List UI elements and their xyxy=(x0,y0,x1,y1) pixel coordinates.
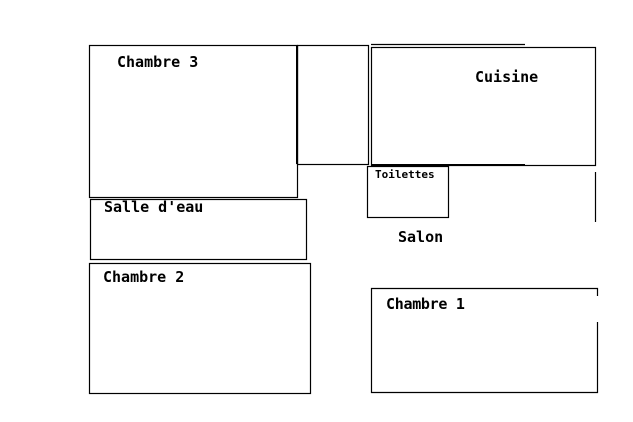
room-label-chambre2: Chambre 2 xyxy=(103,268,185,286)
salle-deau-walls xyxy=(89,198,308,261)
room-label-cuisine: Cuisine xyxy=(475,68,539,86)
cuisine-walls xyxy=(370,46,597,167)
room-label-chambre1: Chambre 1 xyxy=(386,295,465,313)
chambre1-walls xyxy=(370,287,599,394)
room-label-toilettes: Toilettes xyxy=(375,168,435,181)
room-label-salle-deau: Salle d'eau xyxy=(104,198,204,216)
toilettes-walls xyxy=(366,165,450,219)
closet-walls xyxy=(296,44,370,166)
room-label-chambre3: Chambre 3 xyxy=(117,53,199,71)
chambre2-walls xyxy=(88,262,312,395)
room-label-salon: Salon xyxy=(398,228,444,246)
